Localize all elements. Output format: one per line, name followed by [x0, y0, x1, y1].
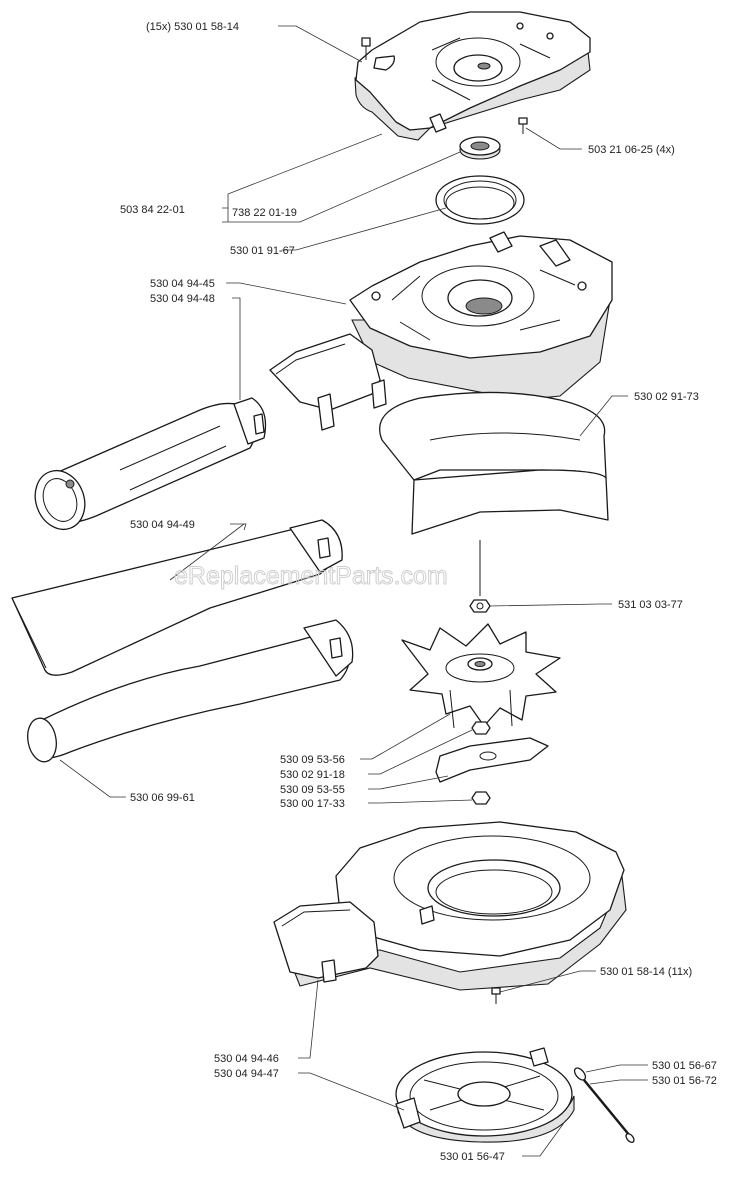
- label-screw-15x: (15x) 530 01 58-14: [146, 21, 239, 33]
- label-upper-housing-b: 530 04 94-48: [150, 293, 215, 305]
- label-nut-bottom: 530 00 17-33: [280, 798, 345, 810]
- flat-nozzle-tube: [11, 519, 343, 676]
- label-screw-11x: 530 01 58-14 (11x): [600, 966, 692, 978]
- watermark: eReplacementParts.com: [174, 562, 448, 590]
- lower-housing: [273, 821, 627, 991]
- label-bottom-cover: 530 01 56-47: [440, 1151, 505, 1163]
- blower-tube: [34, 397, 267, 531]
- label-seal-ring: 530 01 91-67: [230, 245, 295, 257]
- screw-11x: [491, 987, 501, 1004]
- nut: [469, 599, 491, 613]
- label-nut-top: 531 03 03-77: [618, 599, 683, 611]
- label-spring: 530 01 56-67: [652, 1060, 717, 1072]
- label-lower-housing-b: 530 04 94-47: [214, 1068, 279, 1080]
- label-fan-impeller: 530 09 53-56: [280, 754, 345, 766]
- label-screw-4x: 503 21 06-25 (4x): [588, 144, 675, 156]
- seal-ring: [435, 175, 525, 225]
- fan-impeller: [401, 623, 561, 729]
- label-lower-housing-a: 530 04 94-46: [214, 1053, 279, 1065]
- leader-lines: [59, 25, 648, 1157]
- label-upper-housing-a: 530 04 94-45: [150, 278, 215, 290]
- curved-nozzle-tube: [27, 619, 354, 763]
- screw-4x: [518, 117, 528, 134]
- label-pin: 530 01 56-72: [652, 1075, 717, 1087]
- screw-15x: [361, 37, 371, 60]
- fan-guard-band: [379, 391, 609, 596]
- bottom-cover: [395, 1047, 575, 1143]
- nut-plate-stack: [435, 721, 549, 805]
- label-plate: 530 09 53-55: [280, 784, 345, 796]
- top-cover: [354, 11, 591, 141]
- label-curved-nozzle-tube: 530 06 99-61: [130, 792, 195, 804]
- label-bearing: 738 22 01-19: [232, 207, 297, 219]
- label-nut-middle: 530 02 91-18: [280, 769, 345, 781]
- label-flat-nozzle-tube: 530 04 94-49: [130, 519, 195, 531]
- label-fan-guard-band: 530 02 91-73: [634, 391, 699, 403]
- hinge-pin: [573, 1067, 635, 1143]
- label-top-cover: 503 84 22-01: [120, 204, 185, 216]
- upper-housing: [269, 231, 613, 431]
- bearing: [459, 136, 501, 160]
